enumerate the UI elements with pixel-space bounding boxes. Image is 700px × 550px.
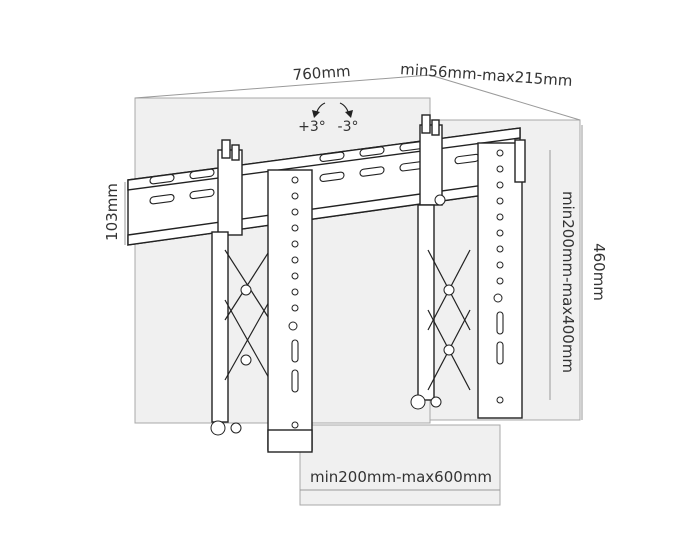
right-upper-bolt xyxy=(434,194,446,206)
rail-height-label: 103mm xyxy=(103,183,121,241)
tilt-down-label: -3° xyxy=(338,119,359,135)
range-dimension-line xyxy=(429,74,581,121)
left-pivot-bolt-2 xyxy=(240,354,252,366)
horizontal-range-outline xyxy=(299,424,501,506)
left-wall-arm xyxy=(211,231,229,423)
tilt-indicator xyxy=(312,102,353,118)
right-tv-bracket-tab xyxy=(514,139,526,183)
rail-slots xyxy=(149,141,480,205)
right-clamp-block xyxy=(419,124,443,206)
left-foot-knob xyxy=(210,420,226,436)
left-tv-bracket-foot xyxy=(267,429,313,453)
right-foot-bolt xyxy=(430,396,442,408)
left-clamp-bolt-2 xyxy=(231,144,240,161)
tilt-up-arrowhead xyxy=(312,110,320,118)
left-clamp-bolt xyxy=(221,139,231,159)
vertical-range-label: min200mm-max400mm xyxy=(559,191,577,373)
horizontal-range-label: min200mm-max600mm xyxy=(310,468,492,486)
height-total-label: 460mm xyxy=(590,243,608,301)
left-bracket-holes xyxy=(288,176,299,429)
adjust-range-label: min56mm-max215mm xyxy=(400,60,573,90)
right-bracket-holes xyxy=(493,149,504,404)
left-clamp-block xyxy=(217,149,243,236)
dimension-lines xyxy=(124,74,583,491)
left-scissor-link-2 xyxy=(224,299,271,381)
left-arm-assembly xyxy=(210,139,313,453)
width-dimension-line xyxy=(134,74,431,99)
tilt-up-label: +3° xyxy=(298,119,326,135)
tilt-down-arrowhead xyxy=(345,110,353,118)
right-clamp-bolt xyxy=(421,114,431,134)
right-arm-assembly xyxy=(410,114,526,419)
left-tv-bracket xyxy=(267,169,313,451)
left-pivot-bolt xyxy=(240,284,252,296)
right-pivot-bolt-2 xyxy=(443,344,455,356)
right-wall-arm xyxy=(417,204,435,401)
right-pivot-bolt xyxy=(443,284,455,296)
left-foot-bolt xyxy=(230,422,242,434)
right-foot-knob xyxy=(410,394,426,410)
right-clamp-bolt-2 xyxy=(431,119,440,136)
width-total-label: 760mm xyxy=(292,62,351,84)
